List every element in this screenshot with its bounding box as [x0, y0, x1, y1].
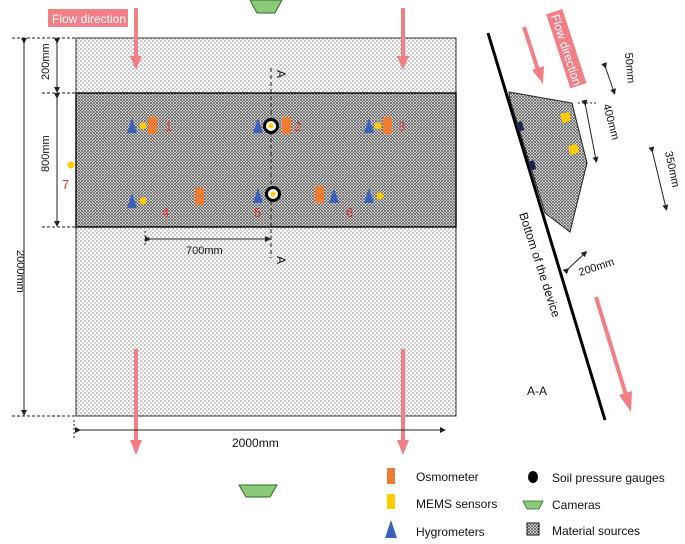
side-material-body [508, 91, 588, 233]
legend-camera-icon [522, 500, 544, 510]
dim-700mm-label: 700mm [186, 245, 223, 257]
legend-mems-label: MEMS sensors [416, 497, 497, 511]
legend-material-sources-label: Material sources [552, 524, 640, 538]
location-number-1: 1 [165, 119, 172, 134]
dim-200mm-label: 200mm [40, 43, 52, 80]
legend-hygrometers-label: Hygrometers [416, 525, 485, 539]
dim-2000mm-vertical-label: 2000mm [14, 250, 26, 293]
mems-sensor-side-upper [560, 111, 572, 123]
hygrometer-icon [127, 193, 137, 208]
flow-arrow-bottom-left [130, 349, 142, 455]
dim-700mm [144, 231, 271, 246]
side-flow-arrow-upper [522, 26, 544, 84]
side-dim-350mm-label: 350mm [662, 150, 681, 188]
mems-sensor-dot [268, 123, 274, 129]
mems-sensor-dot [270, 191, 276, 197]
mems-sensor-dot [139, 122, 147, 130]
side-dim-50mm [601, 62, 616, 95]
legend-osmometer-icon [387, 468, 395, 484]
osmometer-icon [195, 188, 204, 205]
flow-direction-label: Flow direction [52, 12, 126, 26]
location-number-3: 3 [398, 119, 405, 134]
mems-sensor-dot [374, 122, 382, 130]
dim-800mm [42, 93, 76, 228]
bottom-of-device-label: Bottom of the device [516, 211, 563, 320]
side-dim-400mm [578, 99, 599, 163]
hygrometer-icon [127, 118, 137, 133]
flow-arrow-bottom-right [397, 349, 409, 455]
side-flow-arrow-lower [594, 296, 632, 412]
camera-icon-bottom [238, 484, 278, 498]
device-bottom-line [486, 32, 607, 421]
section-marker-top: A [274, 70, 288, 78]
hygrometer-icon [253, 118, 263, 133]
legend-soil-pressure-icon [528, 471, 538, 483]
legend-hygrometer-icon [385, 520, 397, 538]
side-flow-label: Flow direction [546, 8, 587, 89]
camera-window-lower [527, 160, 537, 171]
hygrometer-icon [329, 188, 339, 203]
side-dim-200mm [562, 250, 588, 275]
flow-arrow-top-right [397, 8, 409, 70]
side-dim-400mm-label: 400mm [600, 103, 621, 142]
hygrometer-icon [364, 188, 374, 203]
legend-cameras-label: Cameras [552, 498, 601, 512]
hygrometer-icon [364, 118, 374, 133]
location-number-4: 4 [162, 205, 169, 220]
mems-sensor-dot [67, 161, 75, 169]
flow-direction-label-bg [48, 9, 128, 27]
osmometer-icon [282, 117, 291, 134]
side-dim-200mm-label: 200mm [577, 256, 616, 279]
dim-2000mm-vertical [12, 37, 76, 417]
mems-sensor-dot [139, 197, 147, 205]
osmometer-icon [383, 117, 392, 134]
osmometer-icon [315, 186, 324, 203]
legend-material-source-icon [526, 522, 540, 536]
side-dim-50mm-label: 50mm [622, 52, 637, 83]
location-number-5: 5 [254, 205, 261, 220]
hygrometer-icon [253, 188, 263, 203]
location-number-6: 6 [346, 205, 353, 220]
side-dim-350mm [648, 146, 669, 211]
mems-sensor-dot [376, 192, 384, 200]
dim-2000mm-horizontal-label: 2000mm [232, 436, 279, 450]
camera-icon-top [249, 0, 283, 14]
location-number-7: 7 [62, 177, 69, 192]
legend-osmometer-label: Osmometer [416, 470, 479, 484]
legend-mems-icon [387, 494, 395, 509]
camera-window-upper [515, 121, 525, 132]
section-title: A-A [527, 384, 547, 398]
mems-sensor-side-lower [568, 143, 580, 155]
section-marker-bottom: A [274, 256, 288, 264]
location-number-2: 2 [294, 119, 301, 134]
material-band [75, 92, 457, 228]
flow-arrow-top-left [130, 8, 142, 70]
osmometer-icon [148, 117, 157, 134]
legend-soil-pressure-label: Soil pressure gauges [552, 471, 665, 485]
dim-800mm-label: 800mm [40, 135, 52, 172]
dim-2000mm-horizontal [73, 420, 446, 438]
